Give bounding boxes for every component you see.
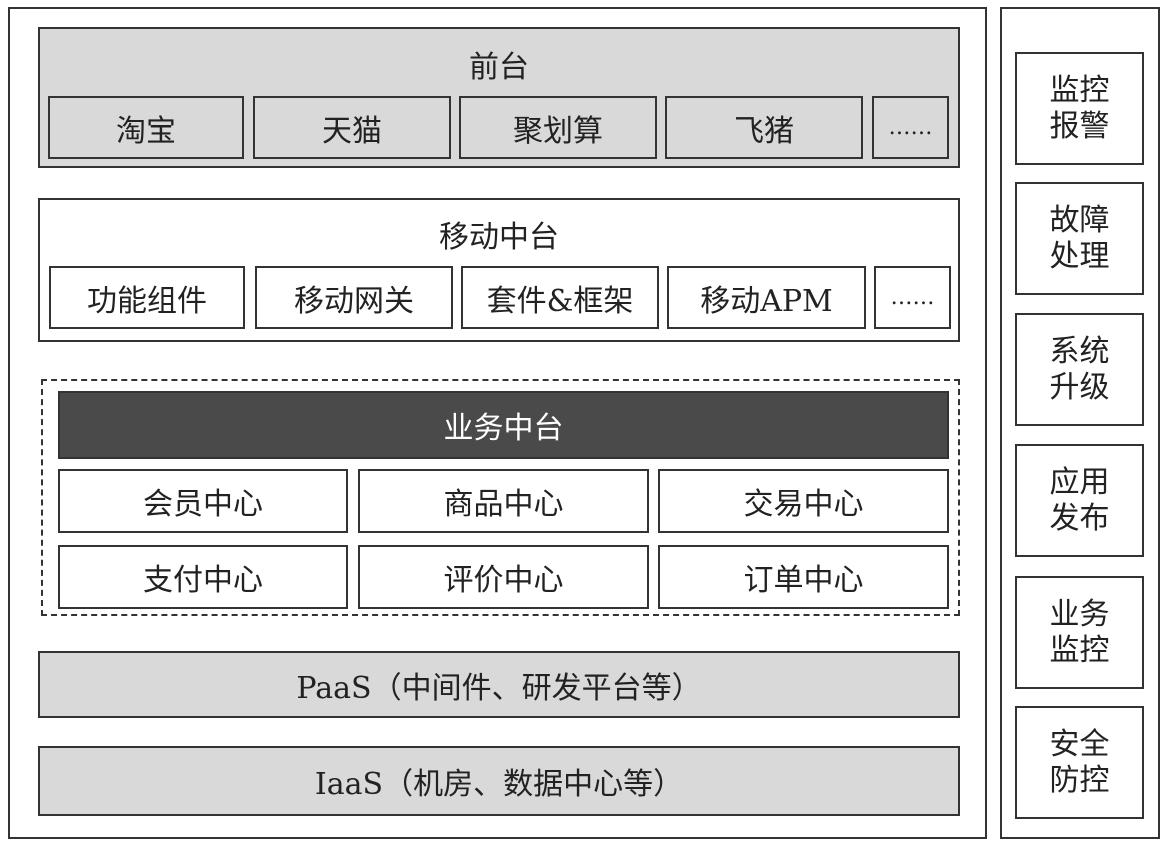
side-item-line: 安全 [1049, 726, 1110, 762]
side-item-line: 业务 [1049, 596, 1110, 632]
mobile-item-gateway: 移动网关 [255, 266, 453, 329]
business-item-review: 评价中心 [358, 545, 649, 609]
business-layer-title: 业务中台 [58, 391, 949, 459]
mobile-layer-title: 移动中台 [439, 220, 559, 255]
side-item-security: 安全 防控 [1015, 706, 1144, 819]
mobile-item-kit-framework: 套件&框架 [461, 266, 659, 329]
business-middle-area [41, 379, 960, 616]
side-item-app-release: 应用 发布 [1015, 444, 1144, 557]
side-item-line: 监控 [1049, 72, 1110, 108]
business-item-product: 商品中心 [358, 469, 649, 533]
business-item-trade: 交易中心 [658, 469, 949, 533]
side-item-line: 应用 [1049, 464, 1110, 500]
paas-layer: PaaS（中间件、研发平台等） [38, 651, 960, 718]
side-item-line: 监控 [1049, 632, 1110, 668]
iaas-layer: IaaS（机房、数据中心等） [38, 746, 960, 816]
front-item-more: …… [872, 96, 949, 159]
side-item-line: 报警 [1049, 108, 1110, 144]
side-item-line: 系统 [1049, 333, 1110, 369]
business-item-order: 订单中心 [658, 545, 949, 609]
side-item-business-monitor: 业务 监控 [1015, 576, 1144, 689]
side-item-line: 防控 [1049, 762, 1110, 798]
mobile-item-components: 功能组件 [49, 266, 245, 329]
side-item-line: 故障 [1049, 202, 1110, 238]
mobile-item-more: …… [874, 266, 951, 329]
ops-sidebar-frame [1000, 7, 1160, 839]
architecture-frame [8, 7, 987, 839]
front-layer-title: 前台 [469, 50, 529, 85]
side-item-line: 发布 [1049, 500, 1110, 536]
side-item-line: 升级 [1049, 369, 1110, 405]
front-item-tmall: 天猫 [253, 96, 451, 159]
front-item-juhuasuan: 聚划算 [459, 96, 657, 159]
front-item-fliggy: 飞猪 [665, 96, 863, 159]
front-item-taobao: 淘宝 [48, 96, 244, 159]
side-item-system-upgrade: 系统 升级 [1015, 313, 1144, 426]
mobile-item-apm: 移动APM [667, 266, 866, 329]
side-item-monitor-alert: 监控 报警 [1015, 52, 1144, 165]
business-item-payment: 支付中心 [58, 545, 348, 609]
business-item-member: 会员中心 [58, 469, 348, 533]
side-item-line: 处理 [1049, 238, 1110, 274]
side-item-fault-handling: 故障 处理 [1015, 182, 1144, 295]
